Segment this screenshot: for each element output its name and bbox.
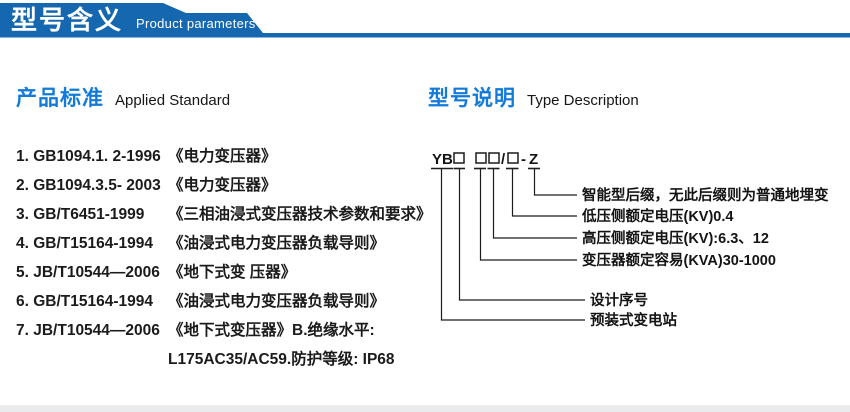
standard-item: 5. JB/T10544—2006 《地下式变 压器》 — [16, 258, 436, 287]
standard-code: 7. JB/T10544—2006 — [16, 322, 160, 339]
standard-title: 《三相油浸式变压器技术参数和要求》 — [168, 206, 432, 223]
standard-code: 2. GB1094.3.5- 2003 — [16, 177, 161, 194]
connector-design-box — [458, 168, 585, 301]
standards-list: 1. GB1094.1. 2-1996 《电力变压器》 2. GB1094.3.… — [16, 142, 436, 374]
applied-standard-heading-zh: 产品标准 — [16, 87, 104, 110]
standard-code: 4. GB/T15164-1994 — [16, 235, 154, 252]
model-code-suffix: Z — [529, 151, 538, 168]
standard-item: 7. JB/T10544—2006 《地下式变压器》B.绝缘水平: — [16, 316, 436, 345]
callout-smart-suffix: 智能型后缀，无此后缀则为普通地埋变 — [582, 186, 829, 204]
callout-rated-capacity: 变压器额定容易(KVA)30-1000 — [582, 251, 776, 269]
model-code-prefix: YB — [432, 151, 453, 168]
connector-hv-box — [492, 168, 577, 239]
type-description-heading-en: Type Description — [527, 92, 639, 109]
standard-title: 《油浸式电力变压器负载导则》 — [168, 235, 386, 252]
header-banner: 型号含义 Product parameters — [0, 3, 850, 38]
standard-item: 6. GB/T15164-1994 《油浸式电力变压器负载导则》 — [16, 287, 436, 316]
connector-lv-box — [511, 168, 577, 217]
standard-code: 3. GB/T6451-1999 — [16, 206, 145, 223]
callout-design-serial: 设计序号 — [590, 291, 648, 309]
standard-code: 5. JB/T10544—2006 — [16, 264, 160, 281]
standard-title: 《地下式变 压器》 — [168, 264, 297, 281]
standard-title: 《电力变压器》 — [168, 177, 277, 194]
standard-item: 2. GB1094.3.5- 2003 《电力变压器》 — [16, 171, 436, 200]
banner-title-zh: 型号含义 — [11, 5, 123, 35]
model-code-diagram: YB / - Z 智能型后缀，无此后缀则为普通地埋变 低压侧额定电压(KV)0.… — [431, 151, 829, 329]
model-code-box — [475, 152, 487, 164]
model-code-box — [453, 152, 465, 164]
banner-ribbon-shape — [0, 3, 850, 38]
callout-lv-rated-voltage: 低压侧额定电压(KV)0.4 — [581, 207, 733, 225]
model-code-box — [488, 152, 500, 164]
standard-item-continuation: L175AC35/AC59.防护等级: IP68 — [16, 345, 436, 374]
model-code-box — [507, 152, 519, 164]
banner-title-en: Product parameters — [136, 16, 256, 31]
standard-title: 《油浸式电力变压器负载导则》 — [168, 293, 386, 310]
connector-suffix — [533, 168, 577, 196]
standard-continuation-text: L175AC35/AC59.防护等级: IP68 — [168, 351, 395, 368]
standard-title: 《电力变压器》 — [168, 148, 277, 165]
standard-item: 1. GB1094.1. 2-1996 《电力变压器》 — [16, 142, 436, 171]
applied-standard-heading-en: Applied Standard — [115, 92, 231, 109]
standard-item: 3. GB/T6451-1999 《三相油浸式变压器技术参数和要求》 — [16, 200, 436, 229]
standard-code: 6. GB/T15164-1994 — [16, 293, 154, 310]
type-description-heading: 型号说明 Type Description — [428, 82, 639, 112]
model-code-dash: - — [521, 151, 526, 168]
callout-prefabricated-substation: 预装式变电站 — [590, 311, 677, 329]
standard-code-empty — [16, 345, 168, 374]
standard-item: 4. GB/T15164-1994 《油浸式电力变压器负载导则》 — [16, 229, 436, 258]
applied-standard-heading: 产品标准 Applied Standard — [16, 82, 230, 112]
standard-code: 1. GB1094.1. 2-1996 — [16, 148, 161, 165]
standard-title: 《地下式变压器》B.绝缘水平: — [168, 322, 375, 339]
callout-hv-rated-voltage: 高压侧额定电压(KV):6.3、12 — [582, 229, 769, 247]
type-description-heading-zh: 型号说明 — [428, 87, 516, 110]
connector-capacity-box — [479, 168, 577, 261]
model-code-separator: / — [501, 151, 506, 168]
connector-prefix — [440, 168, 585, 321]
page-bottom-strip — [0, 405, 850, 412]
